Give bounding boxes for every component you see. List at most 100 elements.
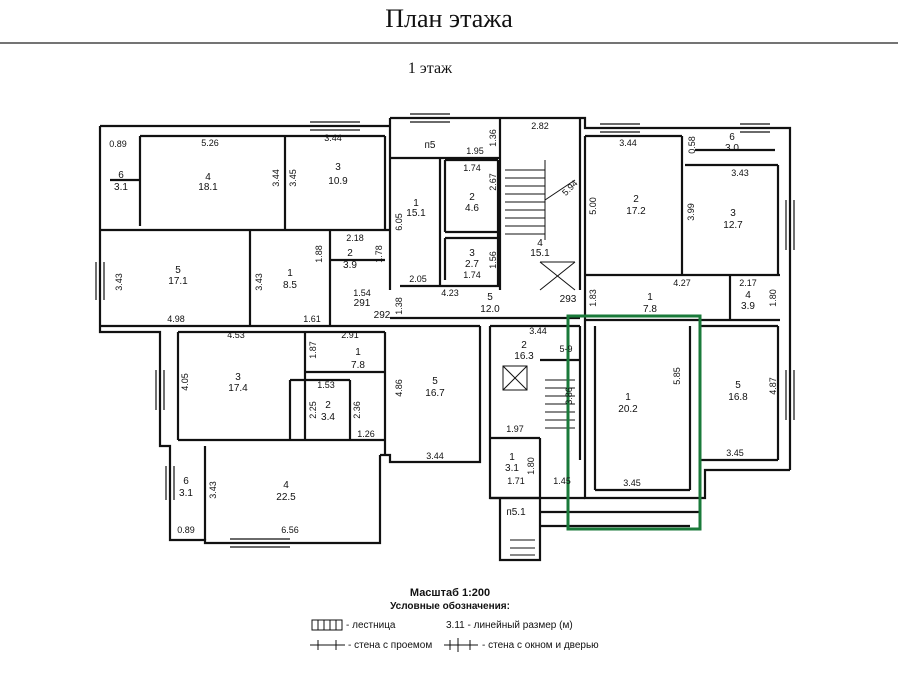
- dimension: 5-9: [559, 344, 572, 354]
- room-area: 15.1: [406, 208, 426, 219]
- dimension: 2.05: [409, 274, 427, 284]
- room-num: 5: [487, 292, 493, 303]
- dimension: 2.25: [308, 401, 318, 419]
- page-title: План этажа: [385, 4, 513, 33]
- room-num: 1: [509, 452, 515, 463]
- room-area: 15.1: [530, 248, 550, 259]
- room-num: 2: [633, 194, 639, 205]
- dimension: 1.80: [526, 457, 536, 475]
- room-num: 1: [625, 392, 631, 403]
- room-area: 7.8: [643, 304, 657, 315]
- room-num: 1: [647, 292, 653, 303]
- room-num: 5: [735, 380, 741, 391]
- opening-code: 293: [560, 294, 577, 305]
- windows: [95, 113, 795, 548]
- room-area: 17.1: [168, 276, 188, 287]
- dimension: 2.91: [341, 330, 359, 340]
- dimension: 1.74: [463, 163, 481, 173]
- dimension: 1.45: [553, 476, 571, 486]
- dimension: 1.95: [466, 146, 484, 156]
- room-area: 16.3: [514, 351, 534, 362]
- stairs-symbol: [311, 619, 343, 631]
- dimension: 1.78: [374, 245, 384, 263]
- dimension: 1.53: [317, 380, 335, 390]
- room-num: 4: [537, 238, 543, 249]
- dimension: 4.27: [673, 278, 691, 288]
- room-area: 17.2: [626, 206, 646, 217]
- floor-label: 1 этаж: [407, 60, 453, 77]
- room-num: 3: [335, 162, 341, 173]
- dimension: 2.36: [352, 401, 362, 419]
- dimension: 0.89: [109, 139, 127, 149]
- legend-opening: - стена с проемом: [348, 640, 433, 651]
- room-area: 3.1: [505, 463, 519, 474]
- dimension: 3.44: [426, 451, 444, 461]
- room-num: 5: [175, 265, 181, 276]
- room-num: 1: [287, 268, 293, 279]
- dimension: 3.44: [271, 169, 281, 187]
- dimension: 0.89: [177, 525, 195, 535]
- dimension: 1.71: [507, 476, 525, 486]
- dimension: 2.18: [346, 233, 364, 243]
- dimension: 4.23: [441, 288, 459, 298]
- room-num: 4: [205, 172, 211, 183]
- opening-label: п5.1: [506, 507, 526, 518]
- room-num: 3: [235, 372, 241, 383]
- dimension: 3.43: [114, 273, 124, 291]
- room-num: 4: [745, 290, 751, 301]
- dimension-labels: 0.89 5.26 3.44 3.44 3.45 3.43 3.43 2.18 …: [109, 121, 778, 535]
- room-area: 3.1: [179, 488, 193, 499]
- room-area: 12.0: [480, 304, 500, 315]
- room-area: 18.1: [198, 182, 218, 193]
- room-area: 3.4: [321, 412, 335, 423]
- legend-symbols: [310, 619, 478, 652]
- legend-title: Условные обозначения:: [390, 601, 510, 612]
- dimension: 6.56: [281, 525, 299, 535]
- dimension: 4.05: [180, 373, 190, 391]
- dimension: 4.87: [768, 377, 778, 395]
- dimension: 3.44: [529, 326, 547, 336]
- room-num: 1: [355, 347, 361, 358]
- dimension: 2.67: [488, 173, 498, 191]
- dimension: 1.83: [588, 289, 598, 307]
- dimension: 4.86: [394, 379, 404, 397]
- dimension: 1.61: [303, 314, 321, 324]
- room-area: 3.9: [343, 260, 357, 271]
- room-num: 5: [432, 376, 438, 387]
- room-area: 20.2: [618, 404, 638, 415]
- dimension: 1.74: [463, 270, 481, 280]
- dimension: 3.43: [254, 273, 264, 291]
- room-num: 6: [183, 476, 189, 487]
- room-area: 3.9: [741, 301, 755, 312]
- room-area: 3.1: [114, 182, 128, 193]
- dimension: 1.88: [314, 245, 324, 263]
- highlight-box: [566, 314, 702, 531]
- room-num: 6: [118, 170, 124, 181]
- room-num: 4: [283, 480, 289, 491]
- dimension: 2.17: [739, 278, 757, 288]
- room-num: 2: [347, 248, 353, 259]
- scale-label: Масштаб 1:200: [409, 587, 491, 599]
- legend-linear: 3.11 - линейный размер (м): [446, 620, 573, 631]
- legend-stairs: - лестница: [346, 620, 396, 631]
- dimension: 1.38: [394, 297, 404, 315]
- dimension: 3.43: [731, 168, 749, 178]
- dimension: 3.45: [726, 448, 744, 458]
- dimension: 3.45: [288, 169, 298, 187]
- room-area: 12.7: [723, 220, 743, 231]
- dimension: 6.05: [394, 213, 404, 231]
- room-num: 3: [469, 248, 475, 259]
- dimension: 4.53: [227, 330, 245, 340]
- dimension: 1.87: [308, 341, 318, 359]
- dimension: 5.26: [201, 138, 219, 148]
- dimension: 1.36: [488, 129, 498, 147]
- room-area: 16.8: [728, 392, 748, 403]
- opening-code: 292: [374, 310, 391, 321]
- dimension: 1.97: [506, 424, 524, 434]
- dimension: 3.44: [619, 138, 637, 148]
- dimension: 1.54: [353, 288, 371, 298]
- room-num: 6: [729, 132, 735, 143]
- stairs: [502, 160, 576, 556]
- room-area: 3.0: [725, 143, 739, 154]
- room-area: 16.7: [425, 388, 445, 399]
